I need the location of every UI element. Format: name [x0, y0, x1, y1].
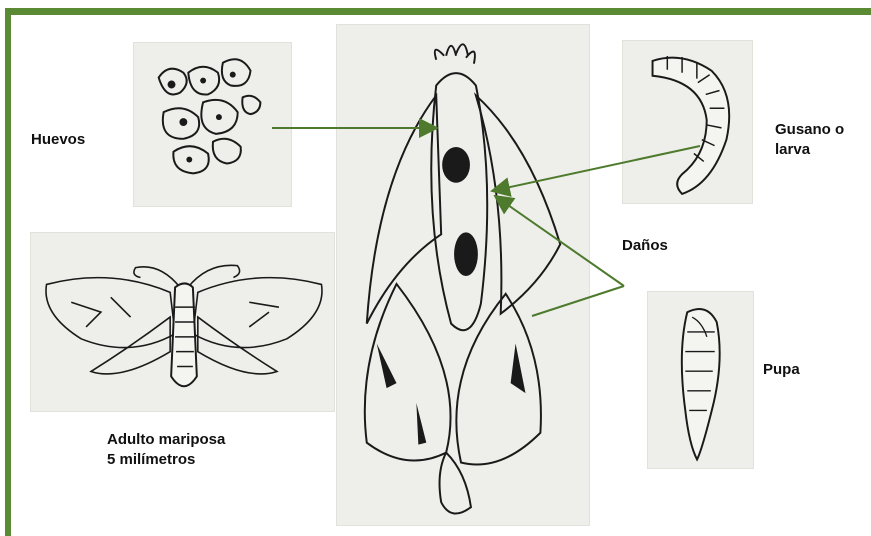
larva-illustration [622, 40, 753, 204]
corn-ear-damage-illustration [336, 24, 590, 526]
label-gusano-line1: Gusano o [775, 120, 844, 139]
label-danos: Daños [622, 236, 668, 255]
frame-left-border [5, 8, 11, 536]
label-huevos: Huevos [31, 130, 85, 149]
frame-top-border [5, 8, 871, 15]
adult-moth-illustration [30, 232, 335, 412]
label-adulto-line1: Adulto mariposa [107, 430, 225, 449]
label-adulto-line2: 5 milímetros [107, 450, 195, 469]
eggs-illustration [133, 42, 292, 207]
label-gusano-line2: larva [775, 140, 810, 159]
pupa-illustration [647, 291, 754, 469]
label-pupa: Pupa [763, 360, 800, 379]
